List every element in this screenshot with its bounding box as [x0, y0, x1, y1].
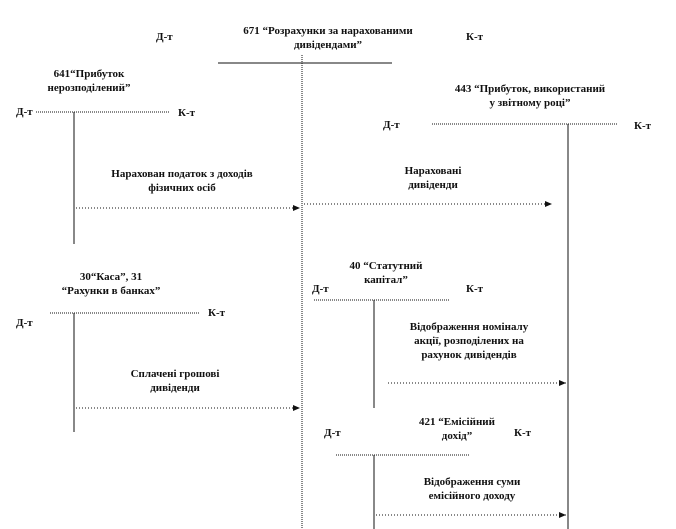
- account-421-credit-label: К-т: [514, 427, 532, 439]
- operation-paid-line2: дивіденди: [150, 382, 200, 394]
- account-40-title: 40 “Статутний капітал”: [336, 259, 436, 287]
- account-30-31-credit-label: К-т: [208, 307, 226, 319]
- account-671-credit-label: К-т: [466, 31, 484, 43]
- account-671-debit-label: Д-т: [156, 31, 173, 43]
- operation-dividends-label: Нараховані дивіденди: [388, 164, 478, 192]
- account-421-debit-label: Д-т: [324, 427, 341, 439]
- operation-tax-line2: фізичних осіб: [148, 182, 216, 194]
- operation-premium-label: Відображення суми емісійного доходу: [402, 475, 542, 503]
- operation-paid-line1: Сплачені грошові: [130, 368, 220, 380]
- account-443-title: 443 “Прибуток, використаний у звітному р…: [438, 82, 622, 110]
- account-40-title-line1: 40 “Статутний: [349, 260, 423, 272]
- operation-shares-label: Відображення номіналу акції, розподілени…: [384, 320, 554, 362]
- operation-dividends-line2: дивіденди: [408, 179, 458, 191]
- operation-paid-label: Сплачені грошові дивіденди: [110, 367, 240, 395]
- operation-premium-line2: емісійного доходу: [428, 490, 516, 502]
- account-40-title-line2: капітал”: [364, 274, 408, 286]
- account-30-31-title-line1: 30“Каса”, 31: [79, 271, 143, 283]
- account-671-title: 671 “Розрахунки за нарахованими дивіденд…: [228, 24, 428, 52]
- account-443-debit-label: Д-т: [383, 119, 400, 131]
- operation-shares-line2: акції, розподілених на: [414, 335, 524, 347]
- account-30-31-title: 30“Каса”, 31 “Рахунки в банках”: [36, 270, 186, 298]
- operation-tax-line1: Нарахован податок з доходів: [111, 168, 253, 180]
- account-641-title-line2: нерозподілений”: [47, 82, 131, 94]
- account-30-31-debit-label: Д-т: [16, 317, 33, 329]
- account-671-title-line1: 671 “Розрахунки за нарахованими: [243, 25, 413, 37]
- account-641-debit-label: Д-т: [16, 106, 33, 118]
- account-421-title-line2: дохід”: [441, 430, 473, 442]
- account-671-title-line2: дивідендами”: [293, 39, 363, 51]
- account-641-title-line1: 641“Прибуток: [53, 68, 125, 80]
- account-421-title-line1: 421 “Емісійний: [419, 416, 495, 428]
- account-421-title: 421 “Емісійний дохід”: [402, 415, 512, 443]
- operation-tax-label: Нарахован податок з доходів фізичних осі…: [92, 167, 272, 195]
- operation-shares-line3: рахунок дивідендів: [421, 349, 517, 361]
- account-443-title-line2: у звітному році”: [489, 97, 571, 109]
- account-641-title: 641“Прибуток нерозподілений”: [34, 67, 144, 95]
- operation-dividends-line1: Нараховані: [404, 165, 462, 177]
- account-443-credit-label: К-т: [634, 120, 652, 132]
- account-40-credit-label: К-т: [466, 283, 484, 295]
- account-443-title-line1: 443 “Прибуток, використаний: [454, 83, 606, 95]
- operation-shares-line1: Відображення номіналу: [409, 321, 529, 333]
- account-30-31-title-line2: “Рахунки в банках”: [61, 285, 161, 297]
- account-641-credit-label: К-т: [178, 107, 196, 119]
- operation-premium-line1: Відображення суми: [423, 476, 521, 488]
- account-40-debit-label: Д-т: [312, 283, 329, 295]
